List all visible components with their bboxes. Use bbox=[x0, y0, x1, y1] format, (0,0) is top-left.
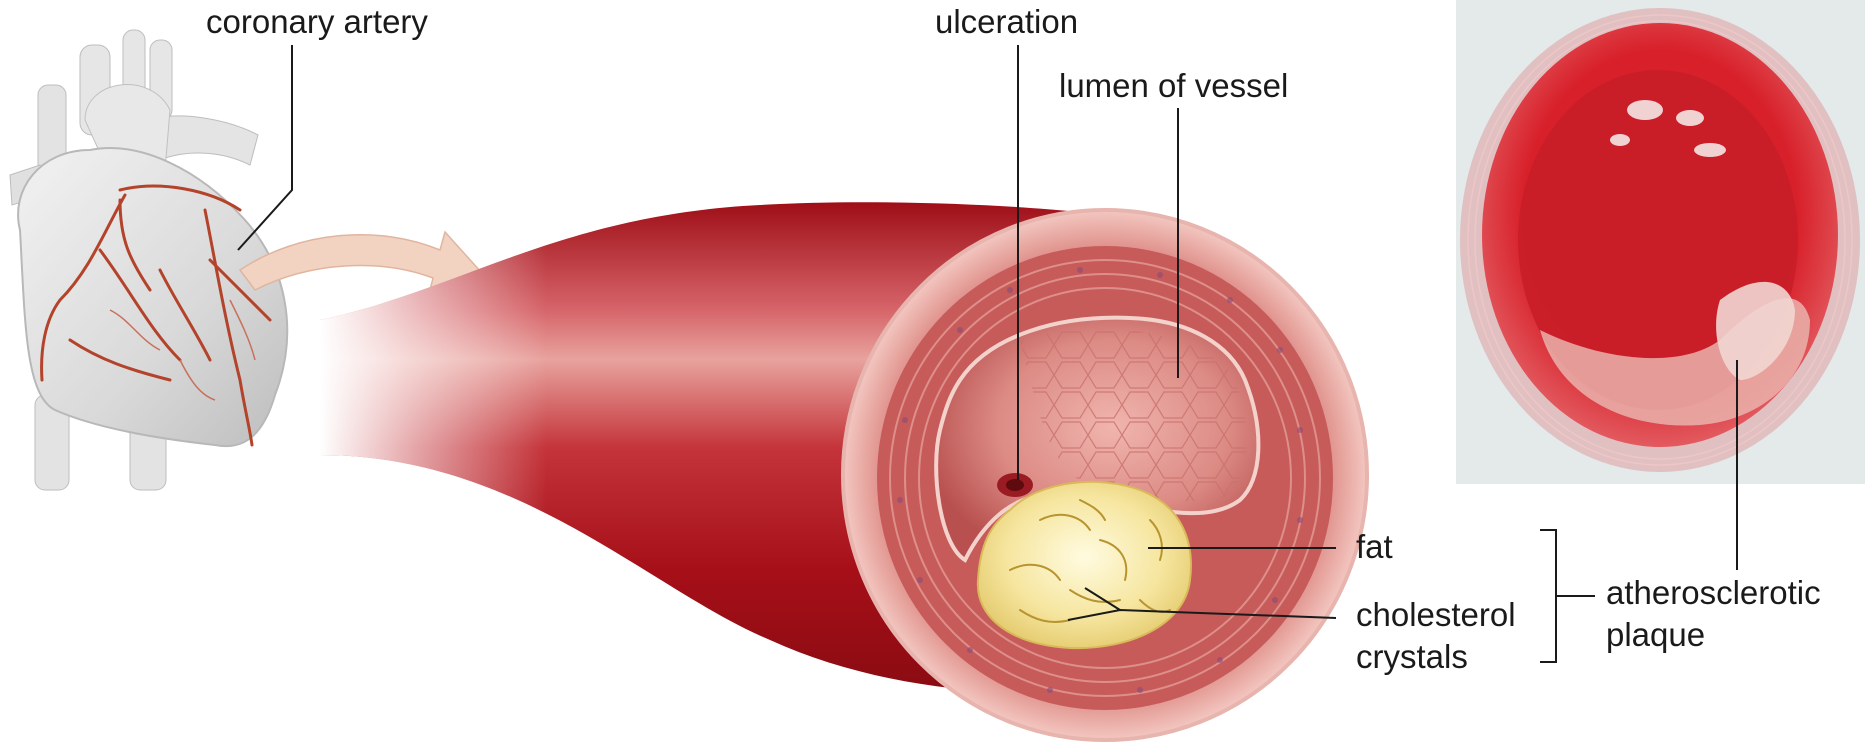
coronary-artery-label: coronary artery bbox=[206, 3, 428, 40]
cross-section-leaders bbox=[1017, 45, 1337, 621]
histology-micrograph-icon bbox=[1456, 0, 1865, 484]
atherosclerotic-plaque-label-line1: atherosclerotic bbox=[1606, 574, 1821, 611]
lumen-of-vessel-label: lumen of vessel bbox=[1059, 67, 1288, 104]
artery-cross-section bbox=[841, 208, 1369, 742]
heart-illustration-icon bbox=[9, 29, 289, 491]
cholesterol-crystals-label-line2: crystals bbox=[1356, 638, 1468, 675]
coronary-artery-leader bbox=[237, 45, 293, 251]
ulceration-label: ulceration bbox=[935, 3, 1078, 40]
cholesterol-crystals-label-line1: cholesterol bbox=[1356, 596, 1516, 633]
fat-label: fat bbox=[1356, 528, 1393, 565]
plaque-bracket bbox=[1540, 529, 1595, 663]
atherosclerotic-plaque-label-line2: plaque bbox=[1606, 616, 1705, 653]
